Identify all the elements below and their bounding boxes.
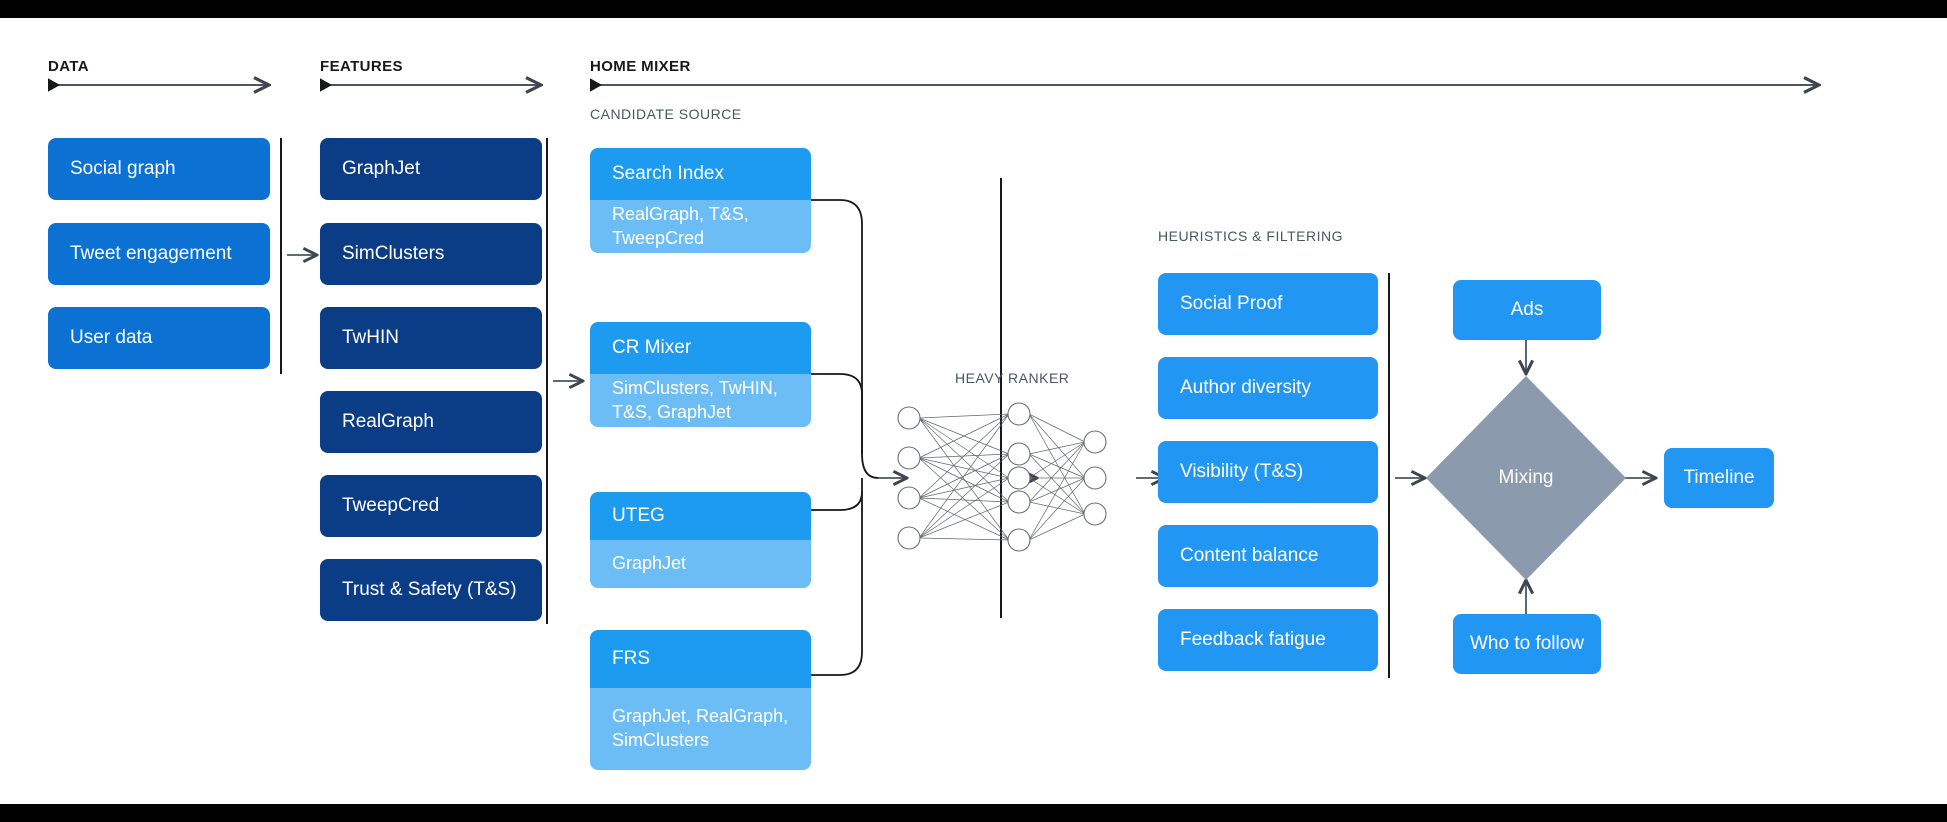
- candidate-source-name: UTEG: [590, 492, 811, 540]
- section-header-data: DATA: [48, 58, 90, 75]
- candidate-source-name: FRS: [590, 630, 811, 688]
- section-header-heuristics: HEURISTICS & FILTERING: [1158, 228, 1343, 244]
- candidate-source-features: SimClusters, TwHIN, T&S, GraphJet: [590, 374, 811, 427]
- section-header-features: FEATURES: [320, 58, 403, 75]
- diagram-canvas: DATA FEATURES HOME MIXER CANDIDATE SOURC…: [0, 18, 1947, 804]
- feature-item-tweepcred[interactable]: TweepCred: [320, 475, 542, 537]
- heuristic-item-feedback-fatigue[interactable]: Feedback fatigue: [1158, 609, 1378, 671]
- feature-item-simclusters[interactable]: SimClusters: [320, 223, 542, 285]
- feature-item-twhin[interactable]: TwHIN: [320, 307, 542, 369]
- candidate-source-features: GraphJet: [590, 540, 811, 588]
- heavy-ranker-nodes: [897, 402, 1107, 552]
- feature-item-graphjet[interactable]: GraphJet: [320, 138, 542, 200]
- heuristic-item-visibility[interactable]: Visibility (T&S): [1158, 441, 1378, 503]
- data-item-tweet-engagement[interactable]: Tweet engagement: [48, 223, 270, 285]
- feature-item-trust-safety[interactable]: Trust & Safety (T&S): [320, 559, 542, 621]
- ads-box[interactable]: Ads: [1453, 280, 1601, 340]
- heuristic-item-content-balance[interactable]: Content balance: [1158, 525, 1378, 587]
- heuristic-item-social-proof[interactable]: Social Proof: [1158, 273, 1378, 335]
- connector-overlay: [48, 18, 1947, 678]
- mixing-label: Mixing: [1498, 467, 1554, 488]
- timeline-box[interactable]: Timeline: [1664, 448, 1774, 508]
- candidate-source-cr-mixer[interactable]: CR Mixer SimClusters, TwHIN, T&S, GraphJ…: [590, 322, 811, 427]
- candidate-source-uteg[interactable]: UTEG GraphJet: [590, 492, 811, 588]
- who-to-follow-box[interactable]: Who to follow: [1453, 614, 1601, 674]
- heavy-ranker-network: [918, 413, 1086, 541]
- candidate-merge-bracket: [811, 199, 879, 676]
- section-header-candidate-source: CANDIDATE SOURCE: [590, 106, 742, 122]
- candidate-source-name: CR Mixer: [590, 322, 811, 374]
- heuristic-item-author-diversity[interactable]: Author diversity: [1158, 357, 1378, 419]
- data-item-social-graph[interactable]: Social graph: [48, 138, 270, 200]
- data-item-user-data[interactable]: User data: [48, 307, 270, 369]
- feature-item-realgraph[interactable]: RealGraph: [320, 391, 542, 453]
- candidate-source-search-index[interactable]: Search Index RealGraph, T&S, TweepCred: [590, 148, 811, 253]
- section-header-home-mixer: HOME MIXER: [590, 58, 691, 75]
- candidate-source-features: RealGraph, T&S, TweepCred: [590, 200, 811, 253]
- candidate-source-features: GraphJet, RealGraph, SimClusters: [590, 688, 811, 770]
- section-header-heavy-ranker: HEAVY RANKER: [955, 370, 1070, 386]
- candidate-source-name: Search Index: [590, 148, 811, 200]
- candidate-source-frs[interactable]: FRS GraphJet, RealGraph, SimClusters: [590, 630, 811, 770]
